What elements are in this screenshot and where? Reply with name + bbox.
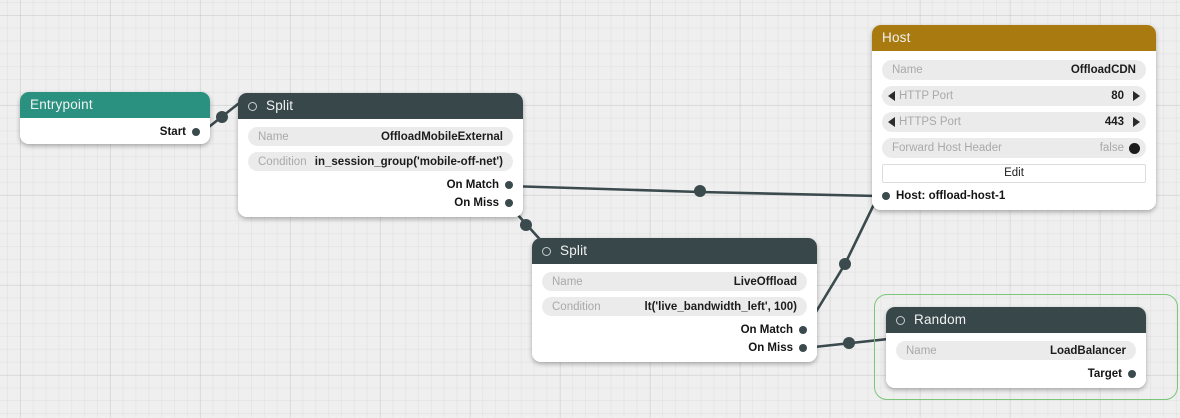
port-on-miss[interactable]: On Miss: [248, 195, 513, 210]
port-dot-icon[interactable]: [1128, 369, 1136, 378]
field-condition[interactable]: Condition in_session_group('mobile-off-n…: [248, 152, 513, 171]
field-value: 80: [1111, 90, 1124, 102]
edge-handle: [520, 219, 532, 231]
node-split-live-header[interactable]: Split: [532, 238, 817, 264]
port-label: Target: [1087, 367, 1122, 380]
port-on-miss[interactable]: On Miss: [542, 340, 807, 355]
port-label: On Match: [446, 178, 499, 191]
node-random-header[interactable]: Random: [886, 307, 1146, 333]
field-value: 443: [1104, 116, 1124, 128]
node-title: Host: [882, 30, 911, 45]
field-name[interactable]: Name LiveOffload: [542, 272, 807, 291]
field-https-port[interactable]: HTTPS Port 443: [882, 112, 1146, 132]
edge-handle: [843, 337, 855, 349]
port-dot-icon[interactable]: [799, 325, 807, 334]
port-on-match[interactable]: On Match: [542, 322, 807, 337]
port-dot-icon[interactable]: [799, 343, 807, 352]
port-dot-icon[interactable]: [192, 127, 200, 136]
decrement-arrow-icon[interactable]: [888, 117, 895, 127]
collapse-circle-icon[interactable]: [248, 101, 257, 111]
port-dot-icon[interactable]: [505, 180, 513, 189]
node-title: Split: [266, 98, 294, 113]
node-host-header[interactable]: Host: [872, 25, 1156, 51]
port-label: On Miss: [748, 341, 793, 354]
edit-button[interactable]: Edit: [882, 164, 1146, 183]
node-split-live[interactable]: Split Name LiveOffload Condition lt('liv…: [532, 238, 817, 362]
edge-handle: [216, 111, 228, 123]
node-random[interactable]: Random Name LoadBalancer Target: [886, 307, 1146, 388]
field-label: Forward Host Header: [892, 142, 1002, 154]
field-value: in_session_group('mobile-off-net'): [314, 155, 503, 168]
field-label: Name: [892, 64, 923, 76]
field-label: Condition: [258, 155, 307, 168]
collapse-circle-icon[interactable]: [896, 315, 905, 325]
node-random-selection-ring: [874, 294, 1178, 400]
port-label: On Match: [740, 323, 793, 336]
edge-handle: [694, 185, 706, 197]
node-title: Random: [914, 312, 967, 327]
port-dot-icon[interactable]: [882, 191, 890, 200]
increment-arrow-icon[interactable]: [1133, 91, 1140, 101]
node-entrypoint-header[interactable]: Entrypoint: [20, 92, 210, 118]
port-target[interactable]: Target: [896, 366, 1136, 381]
port-start[interactable]: Start: [30, 124, 200, 139]
field-label: HTTPS Port: [899, 116, 961, 128]
port-on-match[interactable]: On Match: [248, 177, 513, 192]
field-label: Name: [552, 275, 583, 288]
field-label: Condition: [552, 300, 601, 313]
field-label: Name: [906, 344, 937, 357]
field-label: HTTP Port: [899, 90, 954, 102]
field-name[interactable]: Name OffloadCDN: [882, 60, 1146, 80]
port-label: Start: [159, 125, 186, 138]
node-title: Split: [560, 243, 588, 258]
field-value: OffloadCDN: [1070, 64, 1136, 76]
field-condition[interactable]: Condition lt('live_bandwidth_left', 100): [542, 297, 807, 316]
field-label: Name: [258, 130, 289, 143]
field-http-port[interactable]: HTTP Port 80: [882, 86, 1146, 106]
collapse-circle-icon[interactable]: [542, 246, 551, 256]
field-name[interactable]: Name OffloadMobileExternal: [248, 127, 513, 146]
node-entrypoint[interactable]: Entrypoint Start: [20, 92, 210, 144]
field-value: LoadBalancer: [1049, 344, 1126, 357]
port-label: Host: offload-host-1: [896, 189, 1006, 202]
field-forward-host-header[interactable]: Forward Host Header false: [882, 138, 1146, 158]
port-dot-icon[interactable]: [505, 198, 513, 207]
field-value: lt('live_bandwidth_left', 100): [644, 300, 797, 313]
port-label: On Miss: [454, 196, 499, 209]
field-value: LiveOffload: [733, 275, 797, 288]
node-host[interactable]: Host Name OffloadCDN HTTP Port 80: [872, 25, 1156, 210]
node-split-mobile[interactable]: Split Name OffloadMobileExternal Conditi…: [238, 93, 523, 217]
edge-split-mobile-onmatch-to-host: [506, 184, 880, 198]
increment-arrow-icon[interactable]: [1133, 117, 1140, 127]
edge-handle: [839, 258, 851, 270]
decrement-arrow-icon[interactable]: [888, 91, 895, 101]
node-split-mobile-header[interactable]: Split: [238, 93, 523, 119]
node-title: Entrypoint: [30, 97, 93, 112]
toggle-switch[interactable]: [1129, 142, 1140, 154]
field-value: OffloadMobileExternal: [380, 130, 503, 143]
toggle-value: false: [1099, 142, 1124, 154]
field-name[interactable]: Name LoadBalancer: [896, 341, 1136, 360]
port-host-input[interactable]: Host: offload-host-1: [882, 188, 1146, 203]
